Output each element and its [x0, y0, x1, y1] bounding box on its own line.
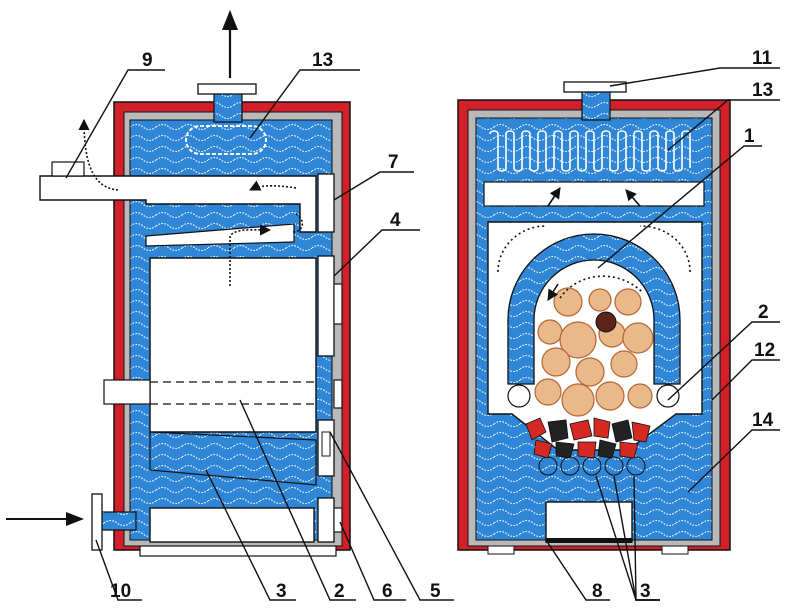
label-1: 1: [744, 126, 755, 147]
leg-right: [661, 545, 689, 555]
charred-log: [595, 311, 617, 333]
leg-left: [487, 545, 515, 555]
loading-door-handle: [333, 283, 343, 325]
supply-outlet-flange-front: [563, 81, 627, 93]
label-3-front: 3: [640, 581, 651, 602]
firewood-logs: [534, 287, 654, 417]
flue-passage: [39, 175, 317, 233]
label-13-side: 13: [312, 50, 333, 71]
arch-tube-end-right: [656, 384, 680, 408]
label-5: 5: [430, 581, 441, 602]
flow-path-left: [497, 225, 547, 273]
side-section: [6, 10, 351, 557]
arch-tube-end-left: [507, 384, 531, 408]
flow-arrow-arch: [547, 283, 559, 301]
label-13-front: 13: [752, 80, 773, 101]
ash-box-base: [546, 538, 632, 543]
bottom-door-handle: [333, 507, 343, 533]
label-6: 6: [382, 581, 393, 602]
label-11: 11: [752, 48, 773, 69]
embers: [525, 417, 651, 459]
loading-door: [317, 255, 335, 357]
sensor-sleeve: [103, 379, 151, 405]
label-10: 10: [110, 581, 131, 602]
leader-lines: [65, 67, 780, 601]
flow-path-arch: [559, 275, 643, 299]
ash-door-inner: [321, 431, 331, 457]
flow-arrow-up-head: [222, 10, 238, 30]
flow-path-right: [639, 225, 691, 273]
heat-exchanger-coil-side: [185, 125, 267, 155]
return-inlet-pipe: [99, 511, 137, 531]
grate-bars: [538, 456, 646, 476]
bottom-door: [317, 497, 335, 543]
upper-door: [317, 173, 335, 233]
flow-arrow-left: [547, 187, 561, 207]
flue-outlet-box: [51, 161, 85, 177]
base-plinth: [139, 545, 337, 557]
sloped-grate: [149, 431, 317, 486]
water-tube-arch: [507, 233, 681, 385]
ash-pan: [149, 507, 315, 543]
baffle-plate: [145, 223, 295, 247]
flow-path-flue: [248, 180, 297, 191]
supply-outlet-pipe-front: [581, 89, 611, 121]
flow-path-turn: [229, 224, 272, 286]
label-2-side: 2: [334, 581, 345, 602]
flow-path-exit: [78, 118, 119, 191]
label-2-front: 2: [758, 302, 769, 323]
label-12: 12: [754, 340, 775, 361]
label-3-side: 3: [276, 581, 287, 602]
label-9: 9: [142, 50, 153, 71]
supply-outlet-pipe: [213, 91, 243, 123]
firebox-chamber: [149, 257, 317, 433]
label-14: 14: [752, 410, 774, 431]
flow-arrow-right: [625, 189, 641, 207]
label-4: 4: [390, 210, 401, 231]
heat-exchanger-coil-front: [489, 130, 691, 172]
air-inlet-arrow-head: [66, 512, 84, 526]
label-8: 8: [592, 581, 603, 602]
return-inlet-flange: [91, 493, 103, 551]
ash-box: [545, 501, 633, 543]
upper-flue-zone: [483, 181, 705, 207]
label-7: 7: [388, 152, 399, 173]
side-port: [333, 379, 343, 409]
flow-path-loop: [291, 213, 304, 233]
supply-outlet-flange: [197, 83, 257, 95]
front-section: [457, 81, 731, 555]
